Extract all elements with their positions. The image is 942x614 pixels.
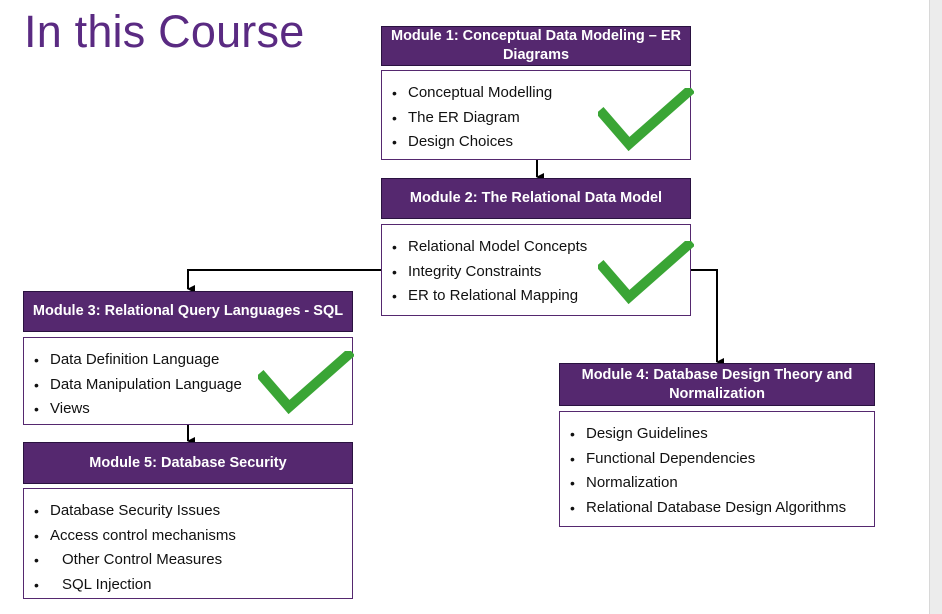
module-4-header: Module 4: Database Design Theory and Nor… — [559, 363, 875, 406]
topic-item: SQL Injection — [34, 573, 236, 598]
topic-item: Other Control Measures — [34, 548, 236, 573]
module-5-header: Module 5: Database Security — [23, 442, 353, 484]
topic-item: Design Guidelines — [570, 422, 846, 447]
topic-item: Functional Dependencies — [570, 447, 846, 472]
topic-item: Views — [34, 397, 242, 422]
module-4-topics: Design Guidelines Functional Dependencie… — [559, 411, 875, 527]
topic-item: The ER Diagram — [392, 106, 552, 131]
topic-item: Database Security Issues — [34, 499, 236, 524]
topic-item: Normalization — [570, 471, 846, 496]
arrow-m2-m4 — [691, 269, 724, 366]
checkmark-icon — [598, 88, 694, 152]
topic-item: ER to Relational Mapping — [392, 284, 587, 309]
arrow-m2-m3 — [187, 269, 382, 293]
topic-item: Relational Database Design Algorithms — [570, 496, 846, 521]
topic-item: Design Choices — [392, 130, 552, 155]
topic-item: Conceptual Modelling — [392, 81, 552, 106]
topic-item: Relational Model Concepts — [392, 235, 587, 260]
module-2-header: Module 2: The Relational Data Model — [381, 178, 691, 219]
module-5-topics: Database Security Issues Access control … — [23, 488, 353, 599]
checkmark-icon — [598, 241, 694, 305]
slide-title: In this Course — [24, 6, 305, 57]
module-2-topics: Relational Model Concepts Integrity Cons… — [381, 224, 691, 316]
topic-item: Data Definition Language — [34, 348, 242, 373]
scrollbar-track[interactable] — [929, 0, 942, 614]
module-3-header: Module 3: Relational Query Languages - S… — [23, 291, 353, 332]
module-3-topics: Data Definition Language Data Manipulati… — [23, 337, 353, 425]
topic-item: Data Manipulation Language — [34, 373, 242, 398]
checkmark-icon — [258, 351, 354, 415]
module-1-header: Module 1: Conceptual Data Modeling – ER … — [381, 26, 691, 66]
topic-item: Access control mechanisms — [34, 524, 236, 549]
topic-item: Integrity Constraints — [392, 260, 587, 285]
module-1-topics: Conceptual Modelling The ER Diagram Desi… — [381, 70, 691, 160]
